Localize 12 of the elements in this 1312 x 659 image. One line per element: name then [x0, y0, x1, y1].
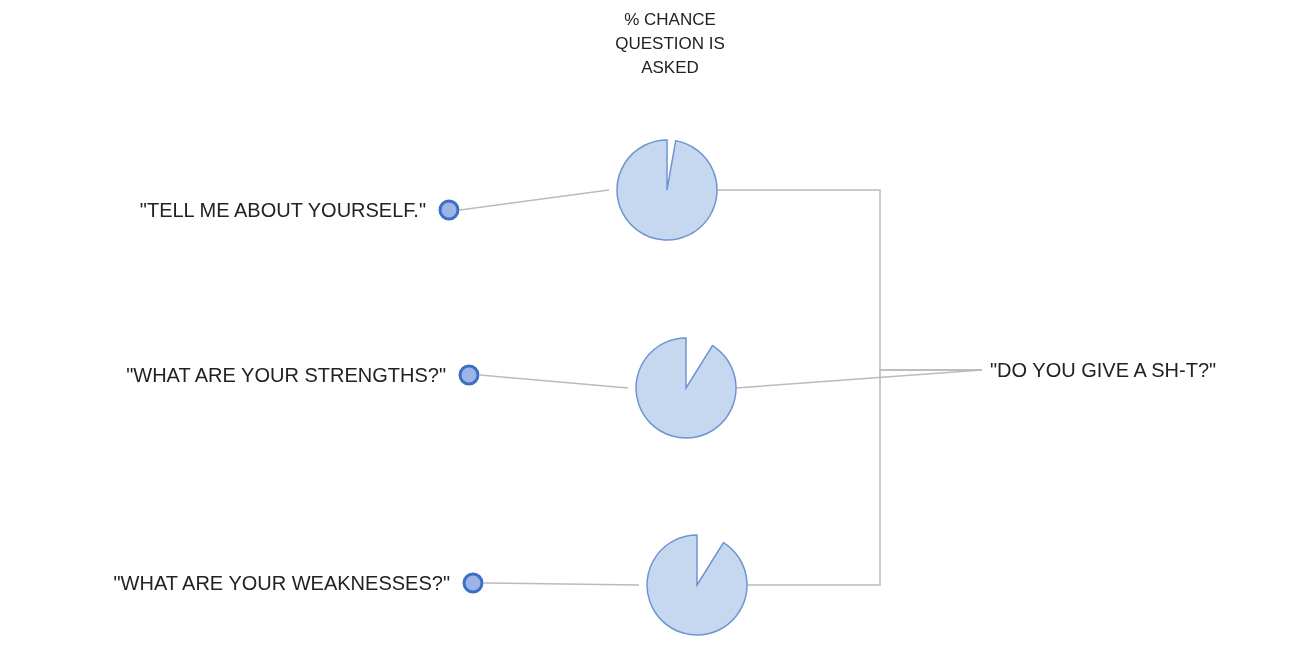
- pie-chart: [647, 535, 747, 635]
- question-text: "DO YOU GIVE A SH-T?": [990, 358, 1217, 383]
- question-text: "WHAT ARE YOUR STRENGTHS?": [126, 363, 446, 388]
- connector-line: [483, 582, 640, 586]
- connector-line: [459, 189, 610, 211]
- question-text: "TELL ME ABOUT YOURSELF.": [139, 198, 426, 223]
- connector-line: [479, 374, 629, 389]
- pie-chart: [617, 140, 717, 240]
- column-heading: % CHANCE QUESTION IS ASKED: [614, 9, 726, 79]
- connector-line: [746, 369, 983, 586]
- pie-chart: [636, 338, 736, 438]
- question-text: "WHAT ARE YOUR WEAKNESSES?": [113, 571, 450, 596]
